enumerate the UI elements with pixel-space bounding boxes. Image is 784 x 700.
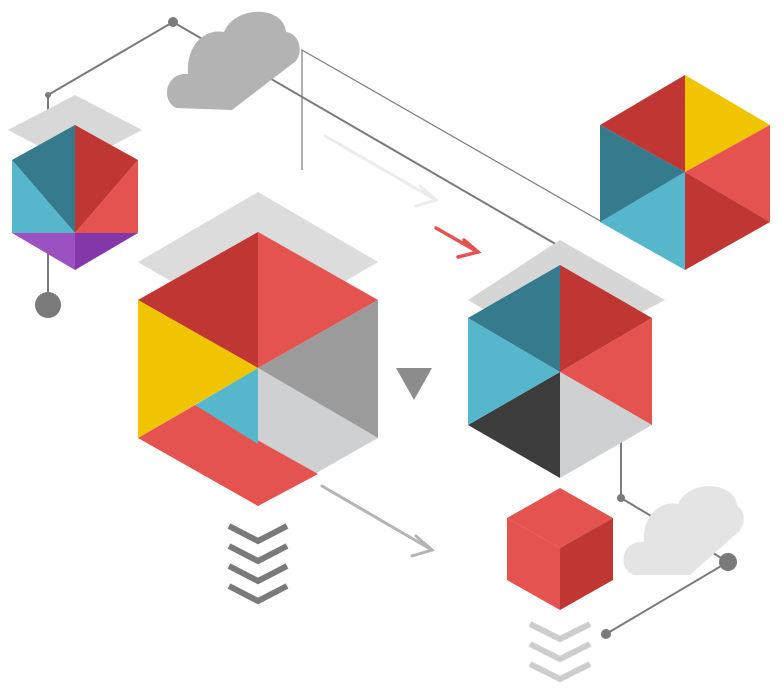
hexagon-top-right [600, 75, 770, 270]
hexagon-large-center [138, 192, 378, 506]
hexagon-medium-right [468, 240, 665, 478]
arrow-icon [323, 134, 440, 208]
connector-nodes [35, 17, 737, 639]
hexagon-small-top-left [8, 95, 142, 270]
cloud-icon [623, 486, 744, 575]
chevron-down-icon [227, 523, 289, 605]
connector-line-thin [301, 48, 603, 223]
node-small [617, 494, 625, 502]
node-small [45, 92, 51, 98]
node-small [601, 629, 611, 639]
chevron-down-icon [528, 621, 592, 683]
node-large-right [719, 553, 737, 571]
triangle-down-icon [396, 368, 432, 400]
cube-red [507, 488, 613, 610]
cloud-icon [166, 11, 300, 111]
node-small [168, 17, 178, 27]
arrow-icon [320, 484, 436, 558]
arrow-icon [434, 226, 482, 259]
node-large-left [35, 292, 61, 318]
